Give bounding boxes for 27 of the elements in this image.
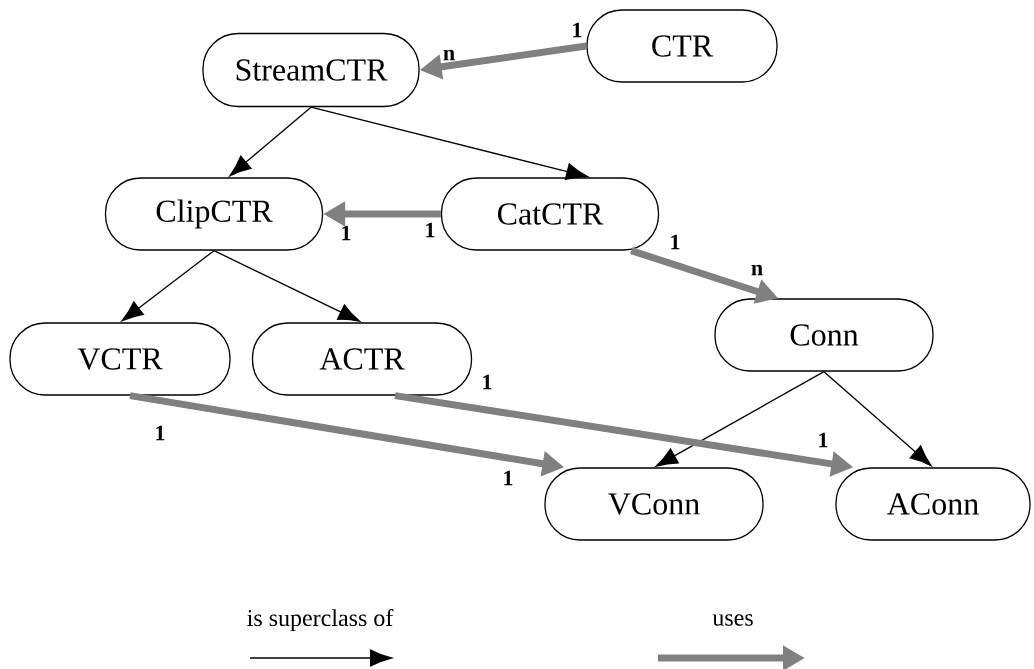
inheritance-arrow	[823, 371, 932, 467]
class-box: Conn	[714, 298, 934, 372]
multiplicity-label: 1	[671, 234, 680, 250]
multiplicity-label: 1	[819, 432, 828, 448]
class-box: StreamCTR	[202, 32, 420, 108]
class-box: AConn	[835, 467, 1031, 541]
multiplicity-label: 1	[573, 22, 582, 38]
class-box: CTR	[586, 9, 778, 83]
multiplicity-label: 1	[483, 374, 492, 390]
class-box: ACTR	[251, 322, 473, 396]
inheritance-arrow	[121, 250, 215, 322]
class-box: CatCTR	[440, 177, 660, 251]
multiplicity-label: 1	[426, 222, 435, 238]
multiplicity-label: n	[751, 264, 763, 276]
multiplicity-label: 1	[504, 470, 513, 486]
multiplicity-label: 1	[156, 425, 165, 441]
class-box: VCTR	[9, 322, 231, 396]
inheritance-arrow	[310, 106, 589, 180]
inheritance-arrow	[655, 371, 825, 467]
legend-text: uses	[712, 614, 753, 626]
inheritance-arrow	[213, 250, 361, 322]
multiplicity-label: 1	[342, 225, 351, 241]
legend-text: is superclass of	[247, 609, 394, 631]
inheritance-arrow	[229, 106, 312, 177]
class-box: ClipCTR	[104, 177, 324, 251]
multiplicity-label: n	[443, 49, 455, 61]
class-box: VConn	[544, 467, 764, 541]
